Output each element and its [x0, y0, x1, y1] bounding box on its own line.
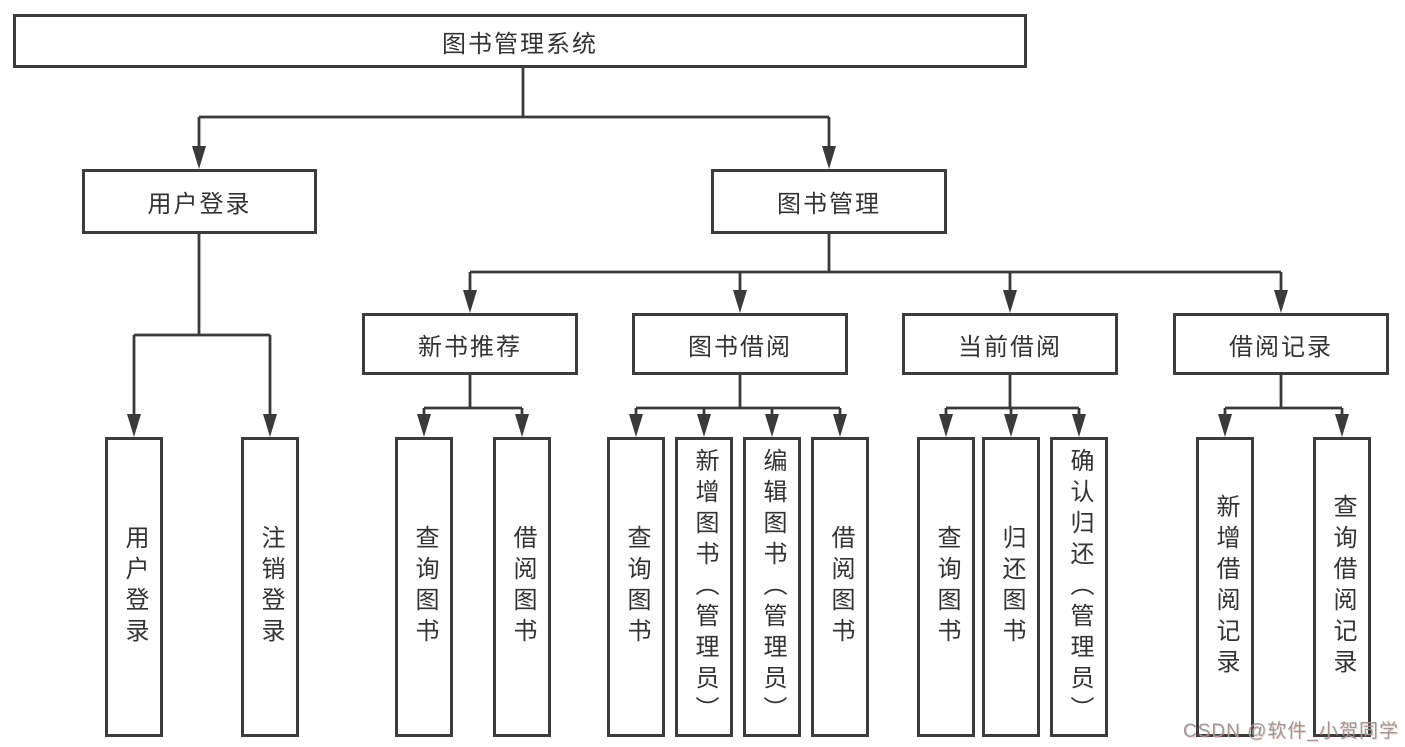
- arrow-down-icon: [822, 146, 836, 169]
- arrow-down-icon: [697, 414, 711, 437]
- leaf-logout: 注销登录: [241, 437, 299, 737]
- leaf-query-books-borrowing: 查询图书: [607, 437, 665, 737]
- leaf-query-books-current: 查询图书: [917, 437, 975, 737]
- arrow-down-icon: [733, 290, 747, 313]
- arrow-down-icon: [1335, 414, 1349, 437]
- arrow-down-icon: [939, 414, 953, 437]
- leaf-confirm-return-admin: 确认归还（管理员）: [1050, 437, 1108, 737]
- node-book-borrowing: 图书借阅: [632, 313, 848, 375]
- node-new-book-recommend: 新书推荐: [362, 313, 578, 375]
- node-borrowing-records: 借阅记录: [1173, 313, 1389, 375]
- arrow-down-icon: [263, 414, 277, 437]
- connector-line: [132, 234, 272, 416]
- edge-new-book-recommend-children: [417, 375, 529, 437]
- arrow-down-icon: [1072, 414, 1086, 437]
- leaf-add-book-admin: 新增图书（管理员）: [675, 437, 733, 737]
- arrow-down-icon: [515, 414, 529, 437]
- arrow-down-icon: [192, 146, 206, 169]
- arrow-down-icon: [833, 414, 847, 437]
- edge-current-borrowing-children: [939, 375, 1086, 437]
- node-root: 图书管理系统: [13, 14, 1027, 68]
- csdn-watermark: CSDN @软件_小贺同学: [1183, 721, 1399, 742]
- connector-line: [1223, 375, 1344, 418]
- arrow-down-icon: [765, 414, 779, 437]
- leaf-borrow-books-recommend: 借阅图书: [493, 437, 551, 737]
- leaf-user-login: 用户登录: [105, 437, 163, 737]
- arrow-down-icon: [417, 414, 431, 437]
- node-book-management: 图书管理: [711, 169, 947, 234]
- connector-line: [468, 234, 1283, 292]
- arrow-down-icon: [629, 414, 643, 437]
- arrow-down-icon: [1274, 290, 1288, 313]
- arrow-down-icon: [127, 414, 141, 437]
- edge-user-login-children: [127, 234, 277, 437]
- leaf-query-books-recommend: 查询图书: [395, 437, 453, 737]
- leaf-borrow-books-borrowing: 借阅图书: [811, 437, 869, 737]
- arrow-down-icon: [1003, 290, 1017, 313]
- edge-root-children: [192, 68, 836, 169]
- leaf-return-books: 归还图书: [982, 437, 1040, 737]
- arrow-down-icon: [1004, 414, 1018, 437]
- leaf-edit-book-admin: 编辑图书（管理员）: [743, 437, 801, 737]
- arrow-down-icon: [1218, 414, 1232, 437]
- connector-line: [422, 375, 524, 418]
- node-user-login: 用户登录: [82, 169, 317, 234]
- node-current-borrowing: 当前借阅: [902, 313, 1118, 375]
- edge-book-borrowing-children: [629, 375, 847, 437]
- edge-book-management-children: [463, 234, 1288, 313]
- edge-borrowing-records-children: [1218, 375, 1349, 437]
- leaf-query-borrow-record: 查询借阅记录: [1313, 437, 1371, 737]
- connector-line: [634, 375, 842, 418]
- connector-line: [197, 68, 831, 148]
- arrow-down-icon: [463, 290, 477, 313]
- connector-line: [944, 375, 1081, 418]
- leaf-add-borrow-record: 新增借阅记录: [1196, 437, 1254, 737]
